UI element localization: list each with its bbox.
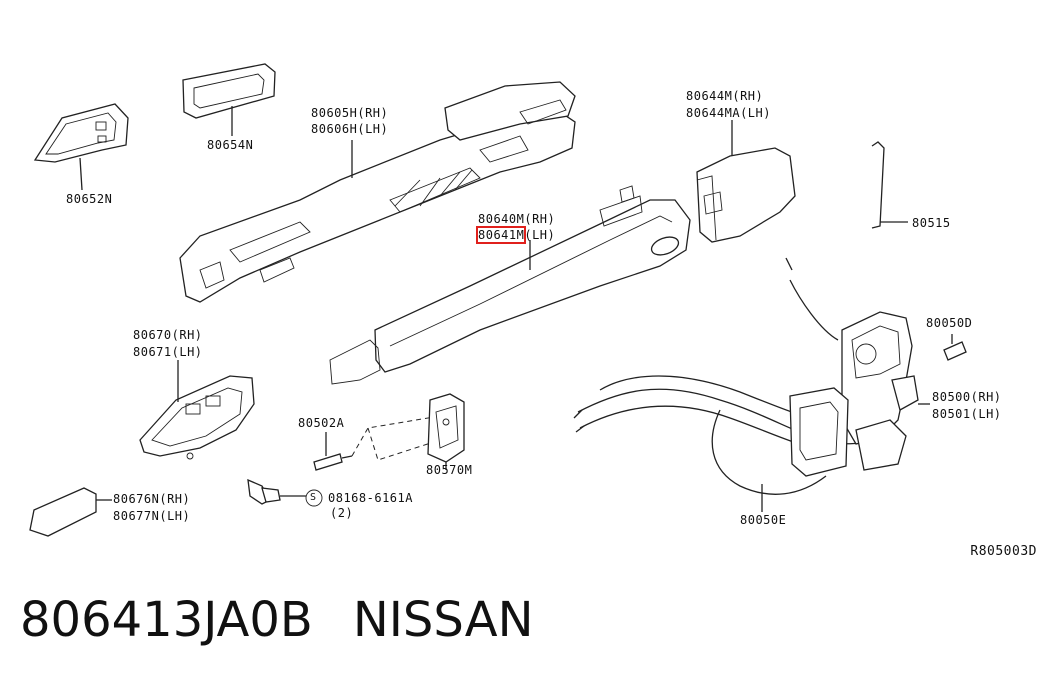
label-80050e: 80050E (740, 513, 787, 527)
label-80641m: 80641M(LH) (475, 226, 556, 244)
label-80671: 80671(LH) (133, 345, 203, 359)
label-08168-qty: (2) (330, 506, 354, 520)
footer-caption: 806413JA0B NISSAN (20, 592, 534, 648)
label-80644ma: 80644MA(LH) (686, 106, 771, 120)
footer-brand: NISSAN (352, 592, 534, 648)
label-08168: 08168-6161A (328, 491, 413, 505)
label-80652n: 80652N (66, 192, 113, 206)
part-80676n-cap (29, 487, 112, 537)
label-80605h: 80605H(RH) (311, 106, 389, 120)
label-80050d: 80050D (926, 316, 973, 330)
label-80644m: 80644M(RH) (686, 89, 764, 103)
part-80605h-frame (179, 81, 576, 303)
label-80500: 80500(RH) (932, 390, 1002, 404)
footer-part-number: 806413JA0B (20, 592, 313, 648)
label-80640m: 80640M(RH) (478, 212, 556, 226)
part-80515-rod (871, 141, 908, 229)
part-80652n-bracket (33, 103, 129, 191)
part-80670-inside-handle (139, 360, 255, 460)
label-80677n: 80677N(LH) (113, 509, 191, 523)
label-80501: 80501(LH) (932, 407, 1002, 421)
part-80640m-handle (329, 185, 691, 385)
part-80500-lock-assembly (573, 257, 967, 512)
part-80654n-gasket (182, 63, 276, 136)
label-80676n: 80676N(RH) (113, 492, 191, 506)
highlighted-part-number: 80641M (475, 226, 527, 244)
label-08168-s: S (310, 492, 317, 503)
part-80644m-cover (696, 120, 796, 243)
label-80606h: 80606H(LH) (311, 122, 389, 136)
part-08168-bolt (247, 478, 323, 507)
part-80502a-screw (313, 415, 441, 471)
label-80515: 80515 (912, 216, 951, 230)
diagram-reference-code: R805003D (970, 544, 1037, 559)
part-80570m-striker (427, 393, 465, 470)
label-80641m-side: (LH) (524, 228, 556, 242)
label-80670: 80670(RH) (133, 328, 203, 342)
label-80654n: 80654N (207, 138, 254, 152)
label-80502a: 80502A (298, 416, 345, 430)
label-80570m: 80570M (426, 463, 473, 477)
